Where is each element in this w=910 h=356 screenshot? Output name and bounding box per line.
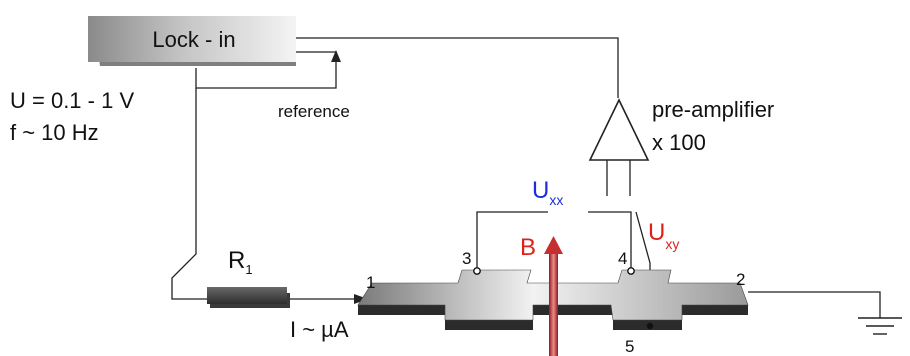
preamp-triangle-icon [588, 98, 650, 161]
contact-4-label: 4 [618, 249, 627, 268]
uxx-probe-left [476, 211, 548, 268]
ground-icon [858, 317, 902, 335]
magnetic-field-label: B [520, 234, 536, 261]
uxy-label: Uxy [648, 219, 679, 252]
resistor-label: R1 [228, 247, 253, 277]
contact-5-pad [646, 322, 654, 330]
current-arrow-icon [354, 294, 368, 304]
magnetic-field-arrow-icon [544, 236, 563, 356]
contact-3-label: 3 [462, 249, 471, 268]
lockin-amplifier: Lock - in [88, 16, 296, 66]
lockin-to-preamp-wire [296, 37, 619, 98]
uxx-label: Uxx [532, 177, 563, 208]
current-label: I ~ µA [290, 317, 349, 342]
lockin-label: Lock - in [152, 27, 235, 52]
uxx-probe-right [588, 211, 632, 268]
contact-5-label: 5 [625, 337, 634, 356]
source-frequency-label: f ~ 10 Hz [10, 120, 99, 145]
resistor-r1 [207, 287, 290, 308]
contact-3-pad [473, 267, 481, 275]
contact-1-label: 1 [366, 273, 375, 292]
preamp-gain-label: x 100 [652, 130, 706, 155]
preamp-name-label: pre-amplifier [652, 97, 774, 122]
reference-arrow-icon [331, 50, 341, 62]
reference-label: reference [278, 102, 350, 121]
contact-4-pad [627, 267, 635, 275]
contact-2-label: 2 [736, 270, 745, 289]
ground-wire [748, 291, 881, 318]
reference-wire [195, 51, 337, 89]
source-voltage-label: U = 0.1 - 1 V [10, 88, 134, 113]
source-wire [171, 88, 207, 300]
